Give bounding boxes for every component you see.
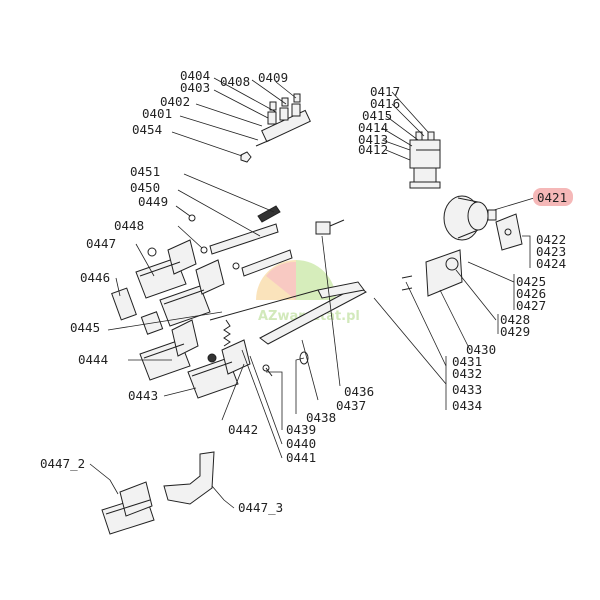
label-0446: 0446 <box>80 270 110 285</box>
label-0436: 0436 <box>344 384 374 399</box>
label-0403: 0403 <box>180 80 210 95</box>
label-0427: 0427 <box>516 298 546 313</box>
leader-lines <box>89 77 535 509</box>
label-0447-2: 0447_2 <box>40 456 85 471</box>
label-0413: 0413 <box>358 132 388 147</box>
label-0437: 0437 <box>336 398 366 413</box>
label-0423: 0423 <box>536 244 566 259</box>
label-0416: 0416 <box>370 96 400 111</box>
label-0451: 0451 <box>130 164 160 179</box>
pedal-assembly <box>111 239 273 399</box>
switch-block <box>409 131 441 189</box>
label-0431: 0431 <box>452 354 482 369</box>
label-0443: 0443 <box>128 388 158 403</box>
valve-assembly <box>240 93 311 163</box>
label-0449: 0449 <box>138 194 168 209</box>
highlight-0421 <box>533 188 573 206</box>
label-0442: 0442 <box>228 422 258 437</box>
label-0422: 0422 <box>536 232 566 247</box>
motor-bracket <box>401 249 463 297</box>
label-0448: 0448 <box>114 218 144 233</box>
label-0417: 0417 <box>370 84 400 99</box>
label-0425: 0425 <box>516 274 546 289</box>
part-labels: 0404 0403 0408 0409 0402 0401 0454 0417 … <box>40 68 567 515</box>
label-0401: 0401 <box>142 106 172 121</box>
linkage <box>188 205 367 365</box>
label-0439: 0439 <box>286 422 316 437</box>
label-0430: 0430 <box>466 342 496 357</box>
label-0441: 0441 <box>286 450 316 465</box>
label-0440: 0440 <box>286 436 316 451</box>
label-0428: 0428 <box>500 312 530 327</box>
label-0424: 0424 <box>536 256 566 271</box>
label-0438: 0438 <box>306 410 336 425</box>
label-0433: 0433 <box>452 382 482 397</box>
label-0408: 0408 <box>220 74 250 89</box>
spare-pedal <box>101 481 155 535</box>
label-0409: 0409 <box>258 70 288 85</box>
label-0429: 0429 <box>500 324 530 339</box>
spare-bracket <box>163 451 215 505</box>
label-0415: 0415 <box>362 108 392 123</box>
label-0404: 0404 <box>180 68 210 83</box>
label-0445: 0445 <box>70 320 100 335</box>
label-0447: 0447 <box>86 236 116 251</box>
label-0414: 0414 <box>358 120 388 135</box>
label-0426: 0426 <box>516 286 546 301</box>
label-0421: 0421 <box>537 190 567 205</box>
label-0450: 0450 <box>130 180 160 195</box>
label-0447-3: 0447_3 <box>238 500 283 515</box>
label-0454: 0454 <box>132 122 162 137</box>
label-0432: 0432 <box>452 366 482 381</box>
label-0444: 0444 <box>78 352 108 367</box>
label-0434: 0434 <box>452 398 482 413</box>
label-0412: 0412 <box>358 142 388 157</box>
motor-unit <box>443 195 523 251</box>
label-0402: 0402 <box>160 94 190 109</box>
